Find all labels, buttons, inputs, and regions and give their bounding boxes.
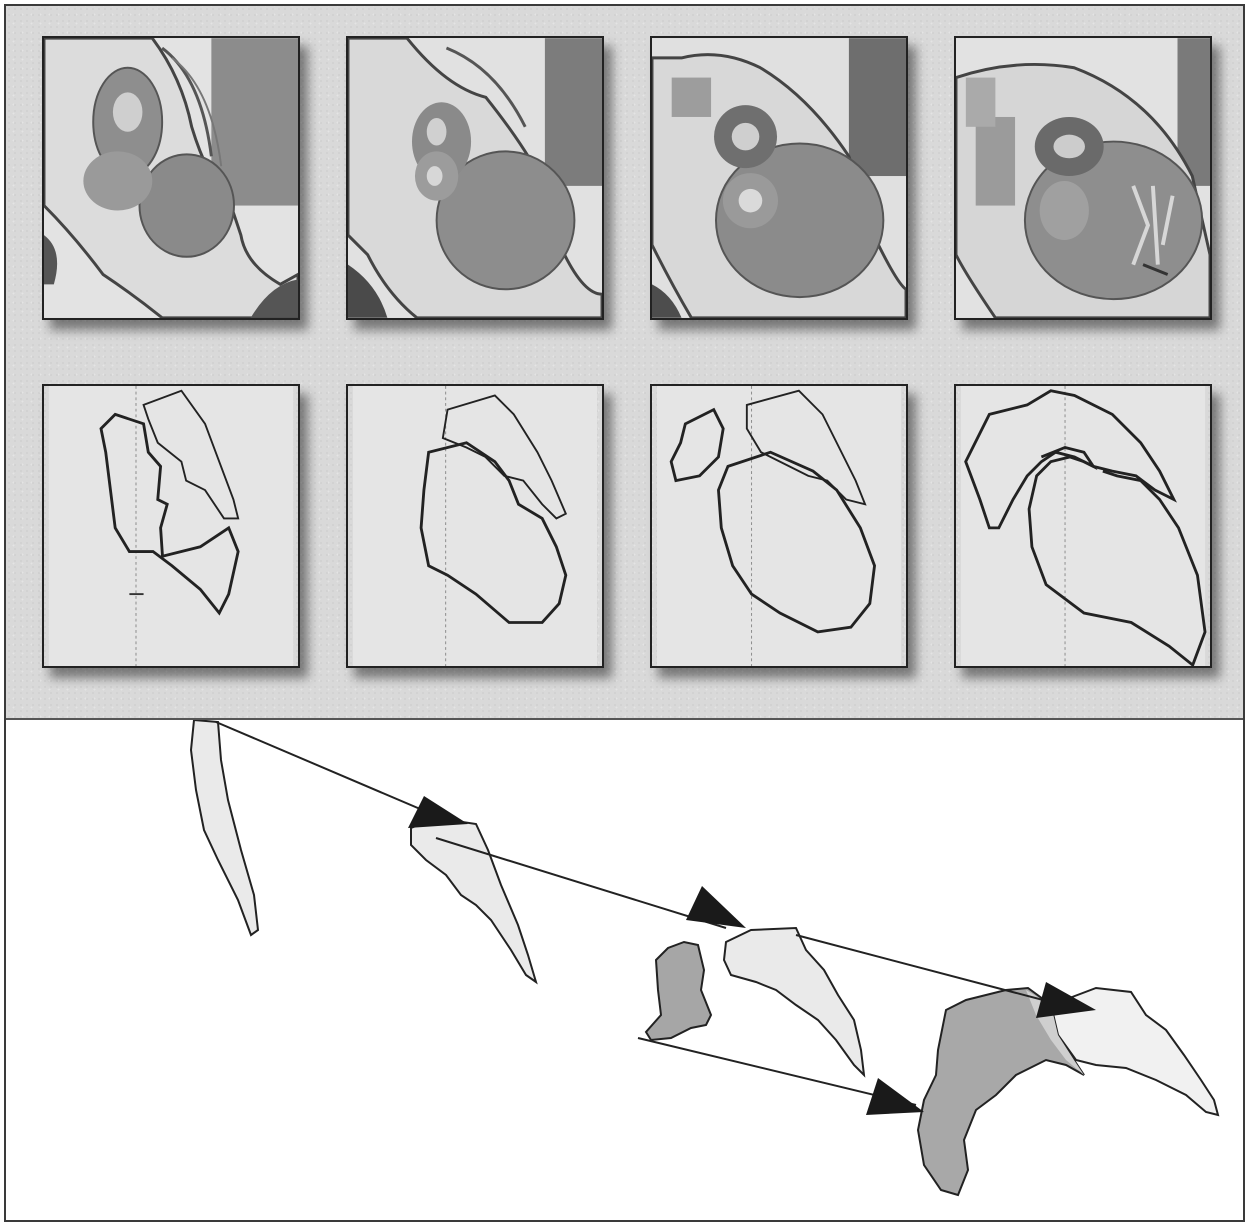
- tracing-image-3: [652, 386, 906, 666]
- arrow-1: [216, 722, 468, 828]
- tracing-tile-4: [954, 384, 1212, 668]
- recon-shape-3: [646, 942, 711, 1040]
- section-tile-4: [954, 36, 1212, 320]
- section-image-2: [348, 38, 602, 318]
- reconstruction-panel: [6, 720, 1243, 1220]
- reconstruction-diagram: [6, 720, 1243, 1220]
- figure-frame: [4, 4, 1245, 1222]
- recon-shape-1: [191, 720, 258, 935]
- tracing-image-2: [348, 386, 602, 666]
- arrow-4: [638, 1038, 924, 1115]
- section-tile-3: [650, 36, 908, 320]
- tracing-tile-3: [650, 384, 908, 668]
- section-image-4: [956, 38, 1210, 318]
- section-tile-2: [346, 36, 604, 320]
- section-image-1: [44, 38, 298, 318]
- section-tile-1: [42, 36, 300, 320]
- tracing-image-1: [44, 386, 298, 666]
- top-panel: [6, 6, 1243, 720]
- recon-shape-4: [724, 928, 864, 1075]
- tracing-image-4: [956, 386, 1210, 666]
- recon-shape-2: [411, 818, 536, 982]
- arrowhead-2: [686, 886, 746, 928]
- tracing-tile-2: [346, 384, 604, 668]
- section-image-3: [652, 38, 906, 318]
- arrowhead-4: [866, 1078, 924, 1115]
- tracing-tile-1: [42, 384, 300, 668]
- arrowhead-1: [408, 796, 468, 828]
